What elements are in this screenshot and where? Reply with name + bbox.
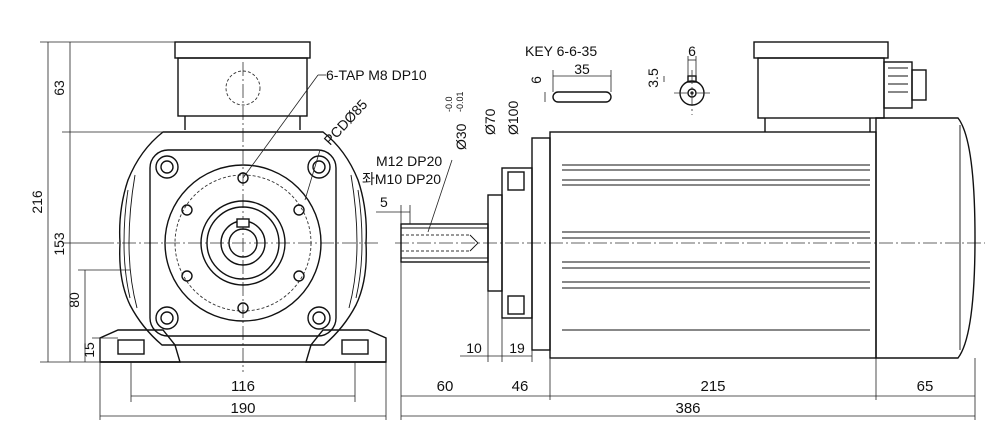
dim-foot-width: 190 <box>230 400 255 417</box>
flange-dia-label: Ø100 <box>505 101 521 135</box>
spigot-dia-label: Ø70 <box>482 108 498 135</box>
terminal-box <box>174 41 311 59</box>
dim-foot-thickness: 15 <box>81 342 97 358</box>
thread-label-1: M12 DP20 <box>376 153 442 169</box>
rear-cover <box>875 117 976 359</box>
shaft-dia-label: Ø30 <box>453 123 469 150</box>
dim-shaft-height: 153 <box>51 232 67 256</box>
key-length-label: 35 <box>574 61 590 77</box>
key-label: KEY 6-6-35 <box>525 43 597 59</box>
dim-overall-len: 386 <box>675 400 700 417</box>
key-width-label: 6 <box>688 43 696 59</box>
shaft-tol-upper: -0.0 <box>444 96 454 112</box>
dim-height-total: 216 <box>29 190 45 214</box>
dim-rear-cover: 65 <box>917 378 934 395</box>
shoulder-label: 5 <box>380 194 388 210</box>
pcd-circle <box>174 174 312 312</box>
motor-frame <box>119 131 367 346</box>
motor-foot <box>99 329 181 363</box>
flange-bolt <box>155 155 331 330</box>
key-detail: KEY 6-6-35 35 6 6 3.5 <box>525 43 712 115</box>
dim-flange-body: 46 <box>512 378 529 395</box>
dim-foot-pitch: 116 <box>231 378 255 395</box>
dim-foot-hole: 80 <box>66 292 82 308</box>
key-shape <box>552 91 612 103</box>
side-view: Ø30 -0.0 -0.01 Ø70 Ø100 M12 DP20 좌M10 DP… <box>362 41 985 420</box>
dim-shaft-len: 60 <box>437 378 454 395</box>
shaft-tol-lower: -0.01 <box>455 91 465 112</box>
motor-body <box>549 131 877 359</box>
key-depth-label: 3.5 <box>645 68 661 88</box>
tap-hole <box>181 172 305 314</box>
dim-terminal-box: 63 <box>51 80 67 96</box>
key-height-label: 6 <box>528 76 544 84</box>
front-view: 6-TAP M8 DP10 PCDØ85 216 63 153 80 15 11… <box>29 41 427 420</box>
dim-flange-len: 19 <box>509 340 525 356</box>
pcd-label: PCDØ85 <box>320 96 370 148</box>
tap-label: 6-TAP M8 DP10 <box>326 67 427 83</box>
dim-spigot-len: 10 <box>466 340 482 356</box>
flange-plate <box>149 149 337 337</box>
dim-body-len: 215 <box>700 378 725 395</box>
cooling-fins <box>562 164 870 331</box>
cable-gland <box>883 61 927 109</box>
thread-label-2: 좌M10 DP20 <box>362 171 441 187</box>
